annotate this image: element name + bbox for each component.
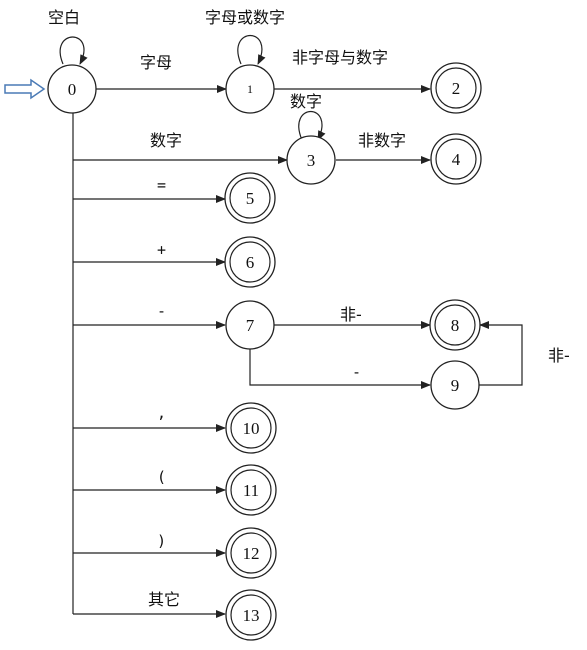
label-edge-0-6: + [157, 241, 166, 259]
label-edge-0-11: ( [157, 468, 166, 486]
state-3-label: 3 [307, 151, 316, 170]
state-4: 4 [430, 133, 482, 185]
state-12-label: 12 [243, 544, 260, 563]
state-13: 13 [225, 589, 277, 641]
label-edge-1-2: 非字母与数字 [292, 48, 388, 67]
state-2-label: 2 [452, 79, 461, 98]
label-edge-0-10: , [157, 404, 166, 422]
loop-1 [237, 34, 266, 65]
label-loop-1: 字母或数字 [205, 8, 285, 27]
edge-9-8 [479, 321, 523, 386]
state-1: 1 [225, 64, 275, 114]
state-5: 5 [224, 172, 276, 224]
state-0-label: 0 [68, 80, 77, 99]
state-13-label: 13 [243, 606, 260, 625]
label-edge-9-8: 非- [548, 346, 570, 365]
loop-3 [298, 110, 326, 141]
label-edge-0-3: 数字 [150, 131, 182, 150]
state-7: 7 [225, 300, 275, 350]
state-9: 9 [430, 360, 480, 410]
state-11-label: 11 [243, 481, 259, 500]
state-1-label: 1 [247, 82, 253, 96]
state-7-label: 7 [246, 316, 255, 335]
state-5-label: 5 [246, 189, 255, 208]
state-4-label: 4 [452, 150, 461, 169]
label-loop-0: 空白 [48, 8, 80, 27]
state-9-label: 9 [451, 376, 460, 395]
state-11: 11 [225, 464, 277, 516]
start-arrow [4, 78, 46, 100]
label-edge-7-9: - [352, 363, 361, 381]
state-8-label: 8 [451, 316, 460, 335]
state-0: 0 [47, 64, 97, 114]
state-3: 3 [286, 135, 336, 185]
edge-7-9 [249, 349, 431, 389]
state-10-label: 10 [243, 419, 260, 438]
label-edge-0-1: 字母 [140, 53, 172, 72]
label-edge-3-4: 非数字 [358, 131, 406, 150]
label-edge-0-13: 其它 [148, 590, 180, 609]
state-10: 10 [225, 402, 277, 454]
state-2: 2 [430, 62, 482, 114]
state-12: 12 [225, 527, 277, 579]
loop-0 [59, 36, 88, 65]
label-edge-0-12: ) [157, 532, 166, 550]
label-edge-7-8: 非- [340, 305, 362, 324]
label-edge-0-7: - [157, 302, 166, 320]
state-8: 8 [429, 299, 481, 351]
state-6: 6 [224, 236, 276, 288]
state-6-label: 6 [246, 253, 255, 272]
label-edge-0-5: = [157, 176, 166, 194]
label-loop-3: 数字 [290, 92, 322, 111]
